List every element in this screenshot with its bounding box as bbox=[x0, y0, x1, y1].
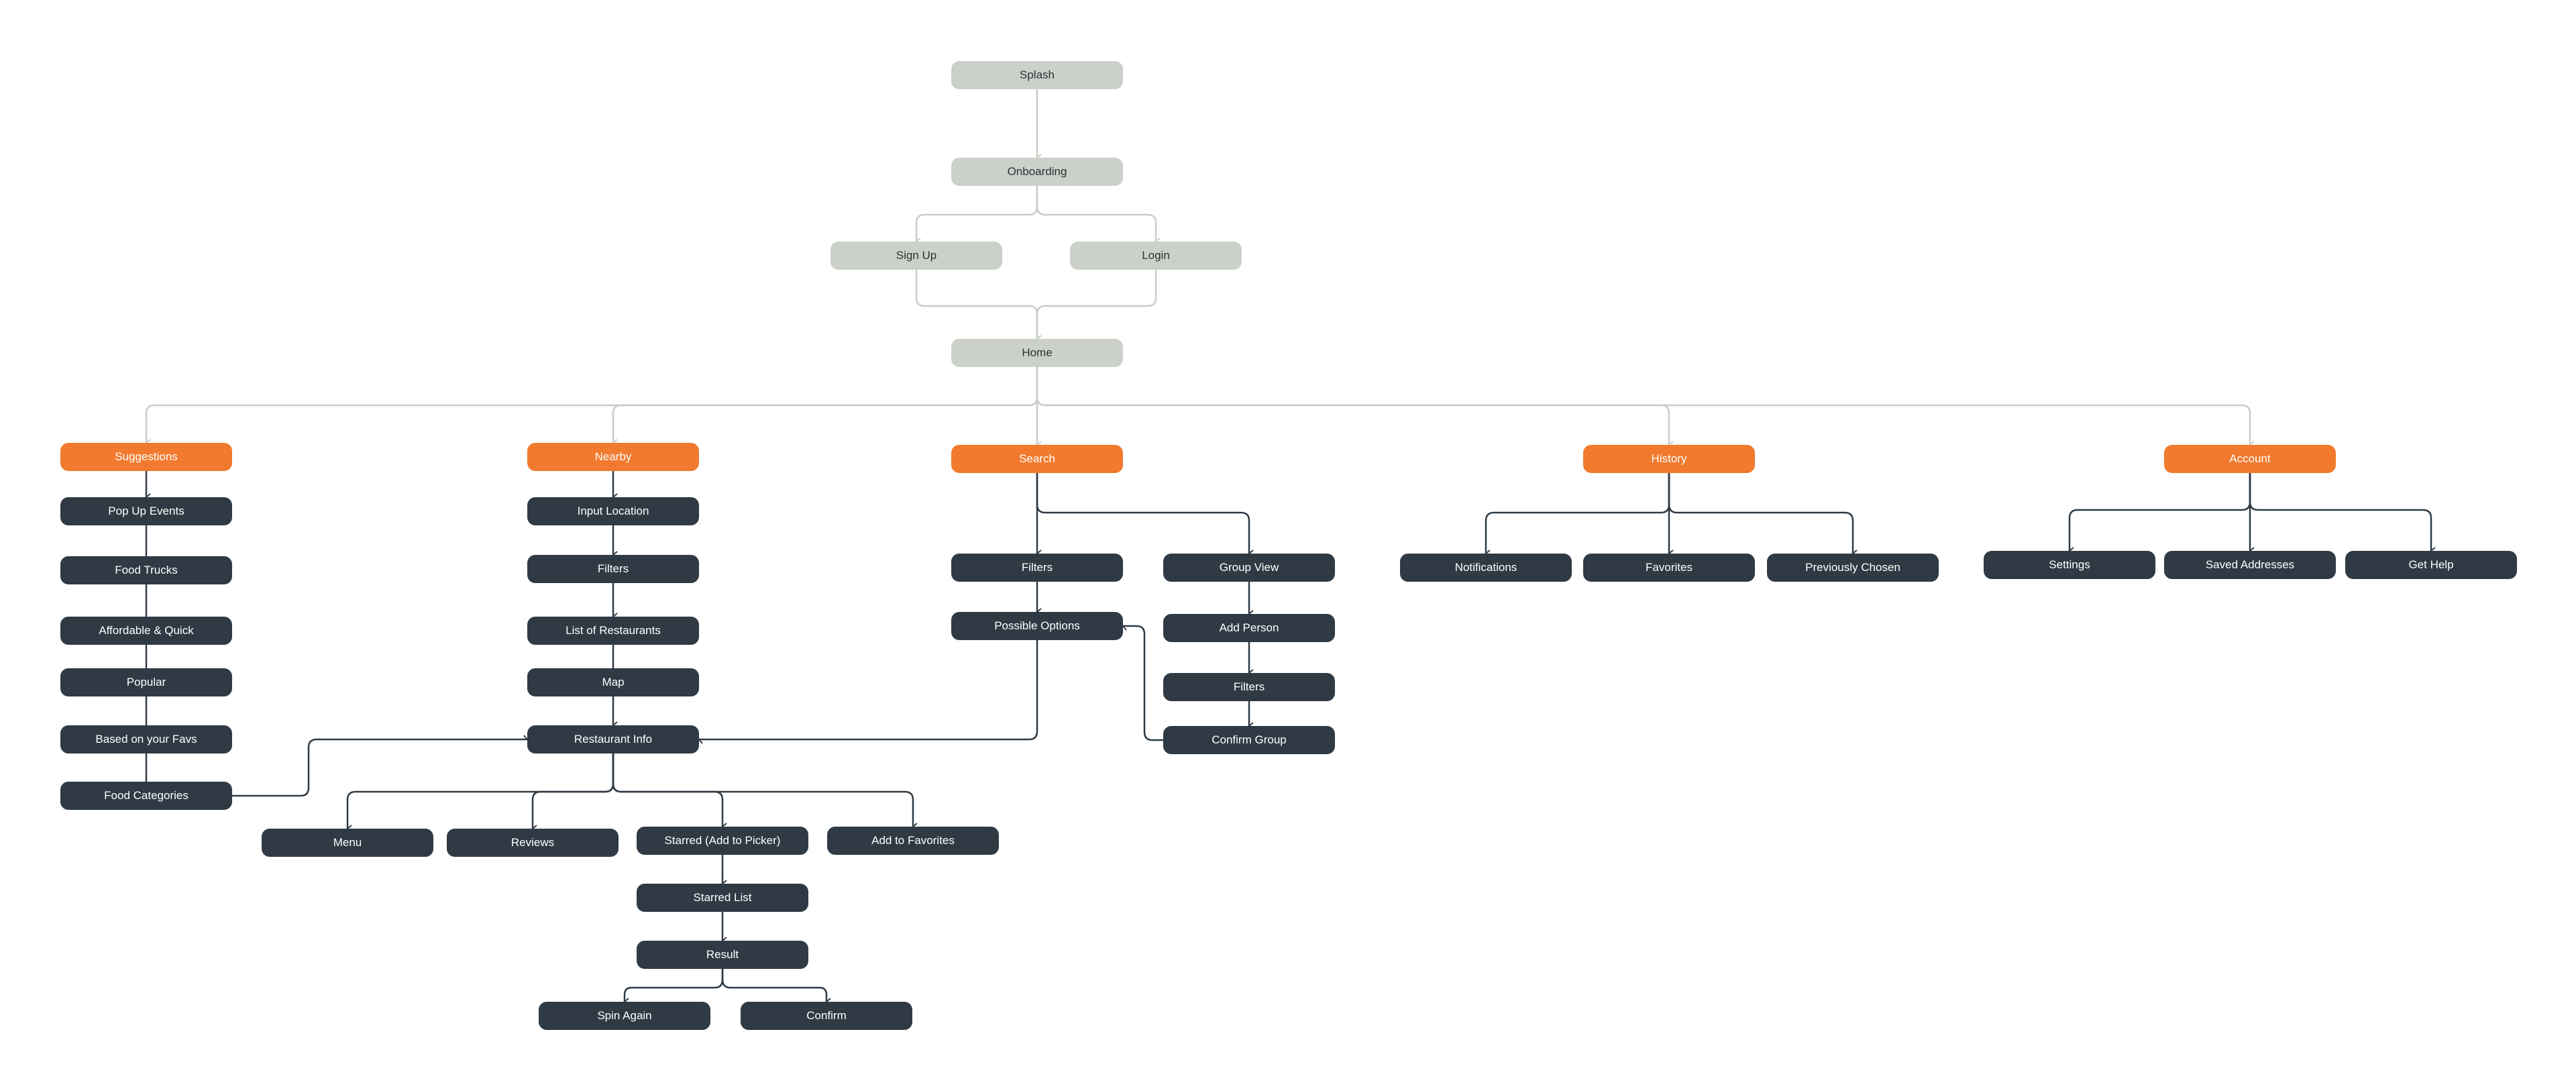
connector-signup-to-home bbox=[915, 270, 1042, 343]
node-notifications: Notifications bbox=[1400, 554, 1572, 582]
node-signup: Sign Up bbox=[830, 242, 1002, 270]
node-history: History bbox=[1583, 445, 1755, 473]
node-reviews: Reviews bbox=[447, 829, 619, 857]
node-add-person: Add Person bbox=[1163, 614, 1335, 642]
connector-account-to-settings bbox=[2068, 473, 2251, 555]
node-nearby: Nearby bbox=[527, 443, 699, 471]
node-popup-events: Pop Up Events bbox=[60, 497, 232, 525]
node-spin-again: Spin Again bbox=[539, 1002, 710, 1030]
node-splash: Splash bbox=[951, 61, 1123, 89]
node-list-restaurants: List of Restaurants bbox=[527, 617, 699, 645]
node-food-categories: Food Categories bbox=[60, 782, 232, 810]
connector-restaurant-info-to-reviews bbox=[531, 754, 614, 833]
connector-result-to-spin-again bbox=[623, 969, 724, 1006]
node-search: Search bbox=[951, 445, 1123, 473]
node-search-filters: Filters bbox=[951, 554, 1123, 582]
connector-onboarding-to-signup bbox=[915, 186, 1038, 246]
connector-food-categories-to-restaurant-info bbox=[232, 735, 531, 797]
node-restaurant-info: Restaurant Info bbox=[527, 725, 699, 754]
node-starred-list: Starred List bbox=[637, 884, 808, 912]
node-favorites: Favorites bbox=[1583, 554, 1755, 582]
node-login: Login bbox=[1070, 242, 1242, 270]
connector-possible-options-to-restaurant-info bbox=[695, 640, 1038, 744]
connector-restaurant-info-to-starred-add bbox=[612, 754, 727, 831]
connector-account-to-get-help bbox=[2249, 473, 2436, 555]
node-group-view: Group View bbox=[1163, 554, 1335, 582]
node-affordable-quick: Affordable & Quick bbox=[60, 617, 232, 645]
node-nearby-filters: Filters bbox=[527, 555, 699, 583]
connector-home-to-nearby bbox=[612, 367, 1038, 447]
node-starred-add: Starred (Add to Picker) bbox=[637, 827, 808, 855]
node-popular: Popular bbox=[60, 668, 232, 696]
node-onboarding: Onboarding bbox=[951, 158, 1123, 186]
node-saved-addresses: Saved Addresses bbox=[2164, 551, 2336, 579]
node-result: Result bbox=[637, 941, 808, 969]
connector-result-to-confirm bbox=[721, 969, 831, 1006]
connector-history-to-notifications bbox=[1485, 473, 1670, 558]
node-get-help: Get Help bbox=[2345, 551, 2517, 579]
node-account: Account bbox=[2164, 445, 2336, 473]
node-input-location: Input Location bbox=[527, 497, 699, 525]
connector-home-to-account bbox=[1036, 367, 2255, 449]
node-home: Home bbox=[951, 339, 1123, 367]
node-menu: Menu bbox=[262, 829, 433, 857]
node-food-trucks: Food Trucks bbox=[60, 556, 232, 584]
connector-confirm-group-to-possible-options bbox=[1119, 625, 1163, 741]
node-group-filters: Filters bbox=[1163, 673, 1335, 701]
connector-search-to-group-view bbox=[1036, 473, 1254, 558]
node-map: Map bbox=[527, 668, 699, 696]
node-possible-options: Possible Options bbox=[951, 612, 1123, 640]
connector-login-to-home bbox=[1036, 270, 1157, 343]
connector-restaurant-info-to-add-favorites bbox=[612, 754, 918, 831]
node-confirm: Confirm bbox=[741, 1002, 912, 1030]
connector-onboarding-to-login bbox=[1036, 186, 1161, 246]
node-settings: Settings bbox=[1984, 551, 2155, 579]
connector-history-to-previously-chosen bbox=[1668, 473, 1858, 558]
node-suggestions: Suggestions bbox=[60, 443, 232, 471]
node-previously-chosen: Previously Chosen bbox=[1767, 554, 1939, 582]
node-confirm-group: Confirm Group bbox=[1163, 726, 1335, 754]
node-add-favorites: Add to Favorites bbox=[827, 827, 999, 855]
node-based-on-favs: Based on your Favs bbox=[60, 725, 232, 754]
